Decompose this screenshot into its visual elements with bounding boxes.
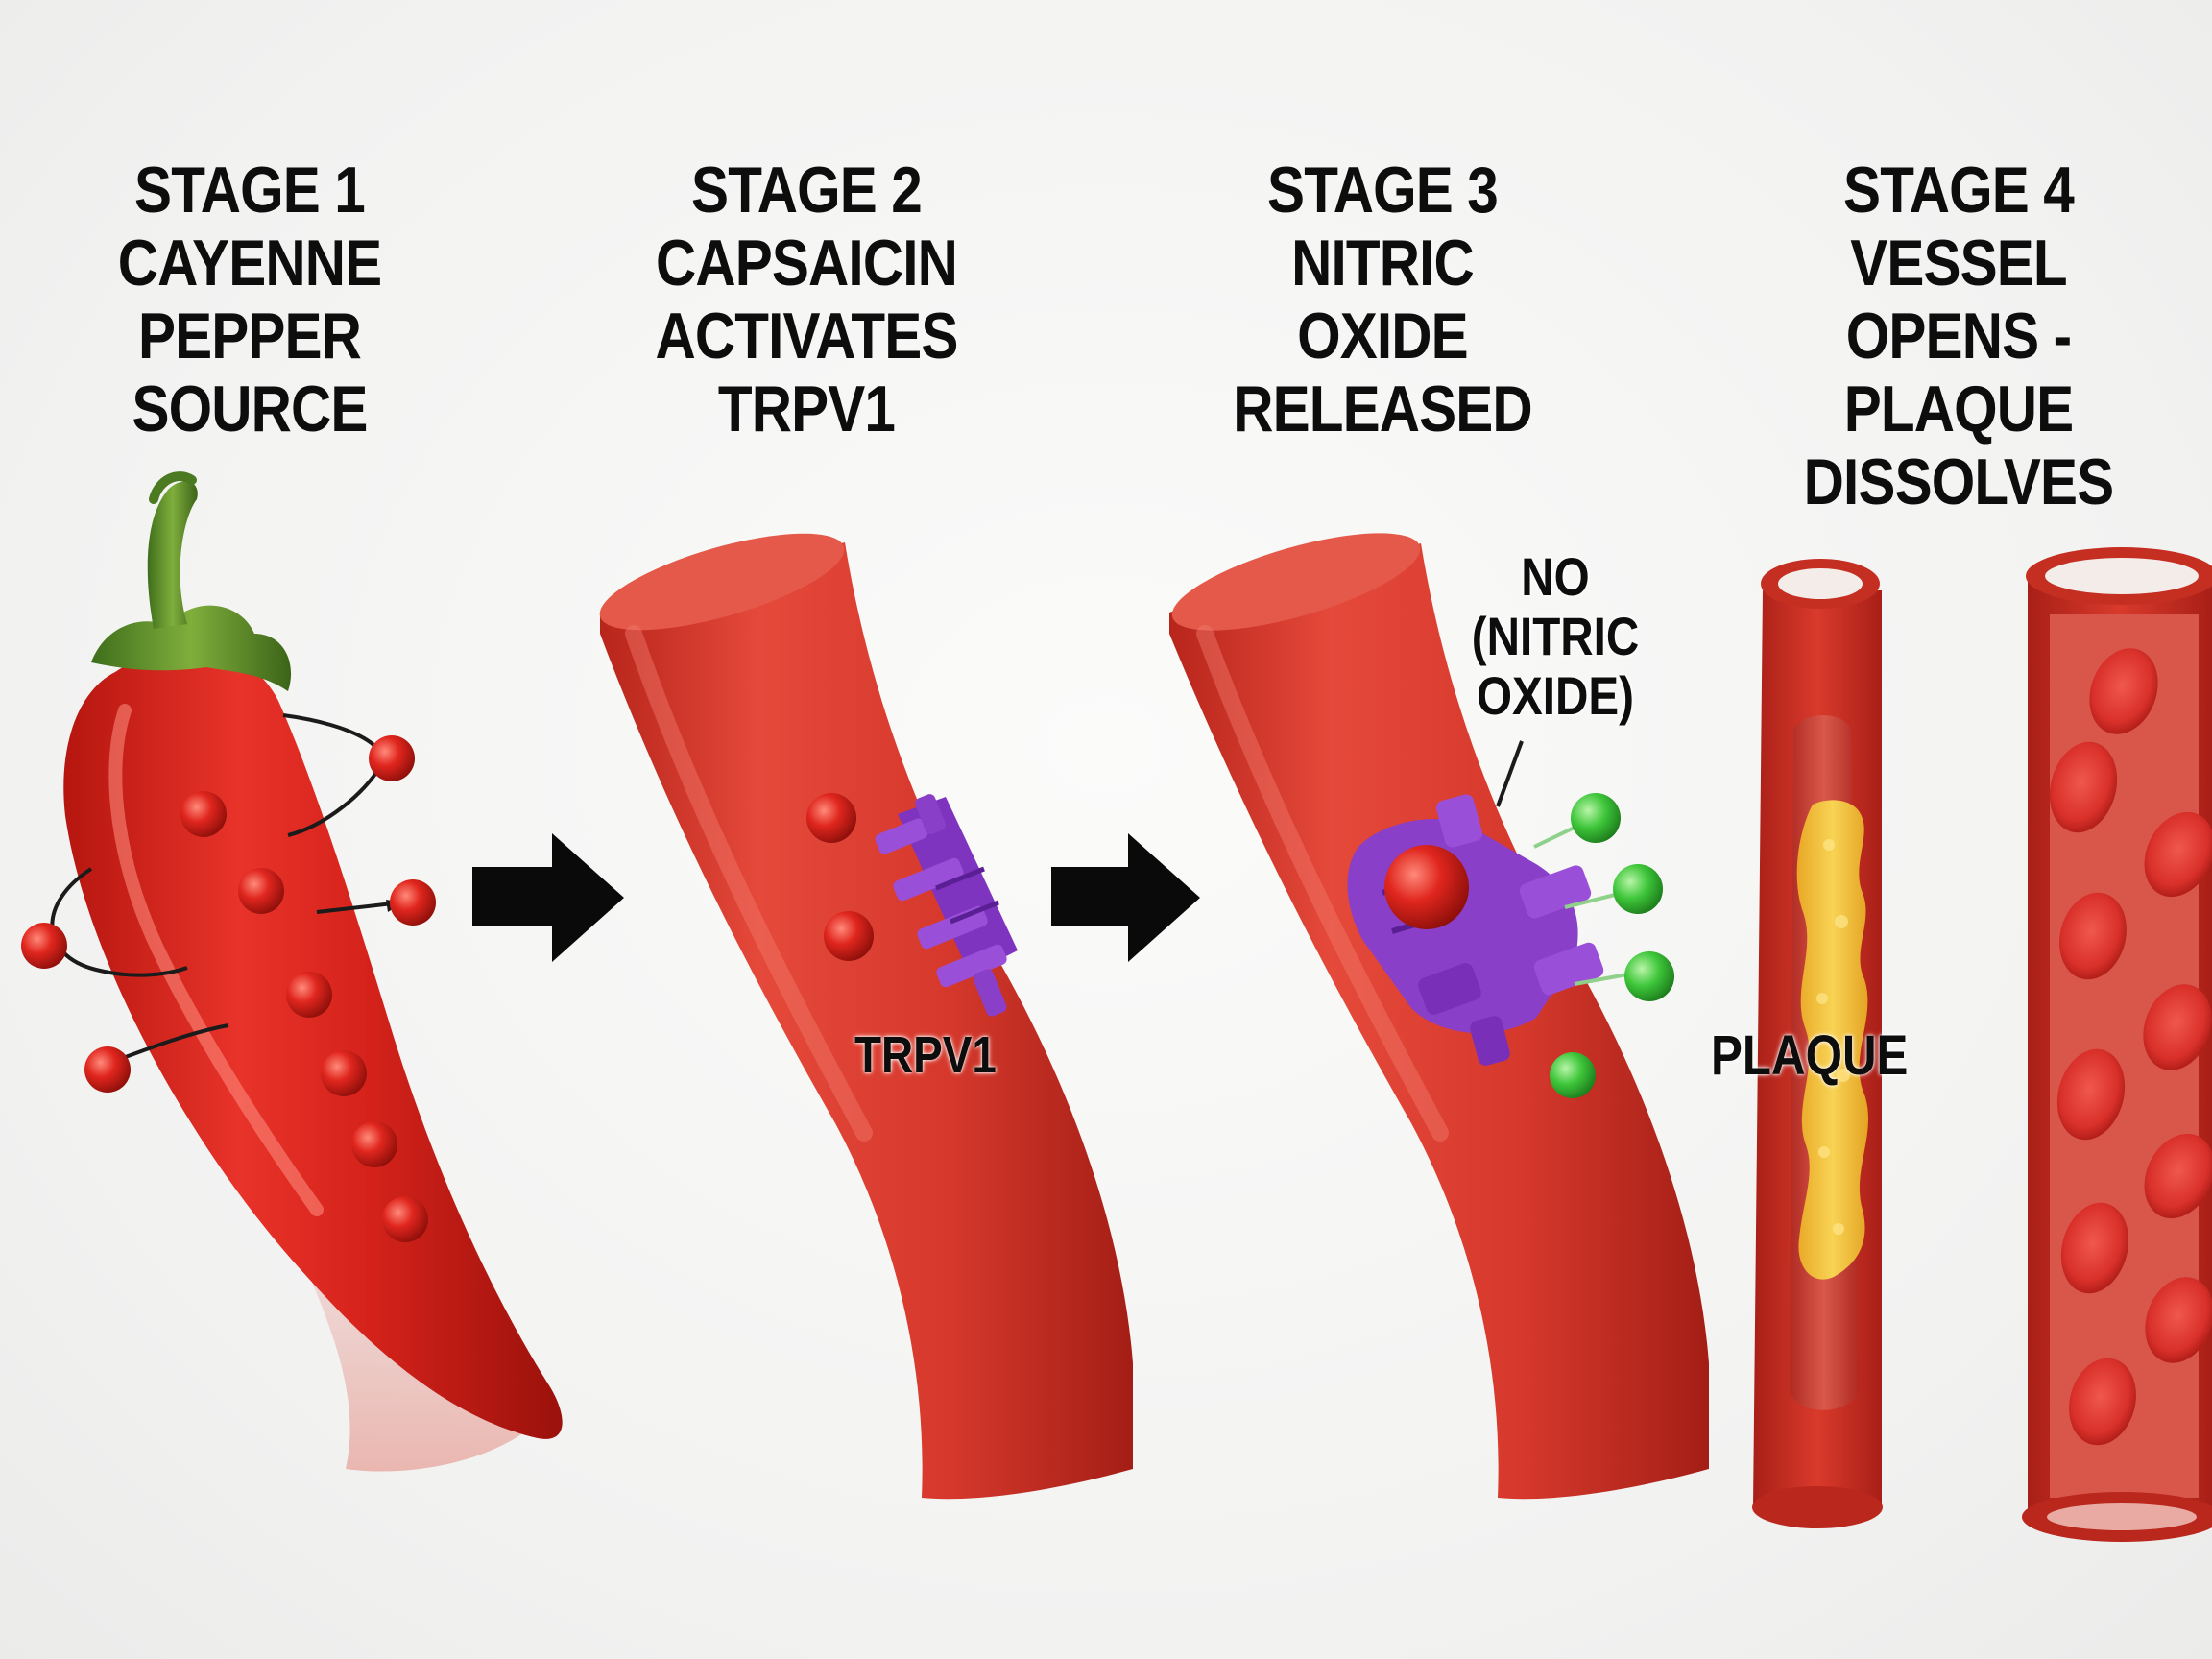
pepper-highlight: [108, 704, 324, 1216]
cayenne-pepper-illustration: [21, 471, 563, 1472]
no-label-leader-line: [1496, 740, 1524, 807]
stage-3-title-line: RELEASED: [1233, 373, 1532, 445]
vessel-body: [600, 542, 1133, 1500]
red-blood-cell: [2143, 984, 2212, 1070]
red-blood-cell: [2144, 811, 2212, 898]
nitric-oxide-dot: [1624, 951, 1674, 1001]
capsaicin-dot: [21, 923, 67, 969]
capsaicin-dot: [351, 1121, 397, 1167]
stage-3-title-line: STAGE 3: [1267, 154, 1499, 227]
capsaicin-dot: [382, 1196, 428, 1242]
capsaicin-dot: [321, 1050, 367, 1096]
stage-4-title-line: STAGE 4: [1843, 154, 2075, 227]
capsaicin-dot: [84, 1046, 131, 1093]
stage-4-title-line: DISSOLVES: [1803, 445, 2115, 518]
stage-1-title-line: SOURCE: [132, 373, 368, 445]
red-blood-cell: [2069, 1358, 2136, 1446]
trpv1-receptor-icon: [875, 794, 1018, 1017]
capsaicin-dot: [180, 791, 227, 837]
nitric-oxide-molecules: [1533, 793, 1674, 1098]
capsaicin-dot: [806, 793, 856, 843]
stage-4-title-line: OPENS -: [1845, 300, 2072, 373]
stage-4-title: STAGE 4 VESSEL OPENS - PLAQUE DISSOLVES: [1785, 154, 2131, 518]
red-blood-cell: [2145, 1277, 2212, 1363]
stage-1-title-line: STAGE 1: [134, 154, 366, 227]
capsaicin-dot: [369, 735, 415, 781]
vessel-lumen: [1778, 568, 1863, 599]
stage-2-title: STAGE 2 CAPSAICIN ACTIVATES TRPV1: [641, 154, 972, 445]
trpv1-label: TRPV1: [854, 1026, 997, 1084]
capsaicin-dot: [286, 972, 332, 1018]
stage-2-title-line: STAGE 2: [691, 154, 923, 227]
stage-3-title-line: NITRIC: [1291, 227, 1475, 300]
blood-vessel-stage-3: [1169, 533, 1709, 1500]
plaque-deposit: [1796, 800, 1869, 1280]
red-blood-cell: [2144, 1133, 2212, 1219]
stage-1-title-line: CAYENNE: [117, 227, 382, 300]
stage-2-title-line: ACTIVATES: [655, 300, 958, 373]
pepper-body: [63, 649, 563, 1439]
red-blood-cells: [2049, 648, 2212, 1446]
nitric-oxide-label-line: OXIDE): [1477, 665, 1634, 726]
red-blood-cell: [2089, 648, 2158, 734]
red-blood-cell: [2049, 741, 2118, 833]
nitric-oxide-dot: [1550, 1052, 1596, 1098]
capsaicin-dot: [1384, 845, 1469, 929]
stage-4-title-line: VESSEL: [1850, 227, 2067, 300]
stage-1-title-line: PEPPER: [137, 300, 362, 373]
plaque-label: PLAQUE: [1711, 1024, 1909, 1087]
capsaicin-molecules: [21, 735, 436, 1242]
nitric-oxide-label: NO (NITRIC OXIDE): [1461, 547, 1649, 726]
stage-2-title-line: TRPV1: [717, 373, 896, 445]
red-blood-cell: [2059, 892, 2127, 980]
arrow-right-icon: [472, 833, 624, 962]
vessel-opening: [599, 533, 845, 631]
stage-3-title: STAGE 3 NITRIC OXIDE RELEASED: [1217, 154, 1548, 445]
open-vessel-with-blood-cells: [2022, 547, 2212, 1542]
pepper-calyx: [91, 605, 292, 691]
arrow-right-icon: [1051, 833, 1200, 962]
stage-2-title-line: CAPSAICIN: [656, 227, 958, 300]
vessel-opening: [1171, 533, 1421, 631]
blood-vessel-stage-2: [599, 533, 1133, 1500]
nitric-oxide-dot: [1571, 793, 1621, 843]
stage-1-title: STAGE 1 CAYENNE PEPPER SOURCE: [93, 154, 407, 445]
capsaicin-dot: [824, 911, 874, 961]
nitric-oxide-dot: [1613, 864, 1663, 914]
red-blood-cell: [2060, 1202, 2129, 1294]
vessel-with-plaque: [1752, 559, 1883, 1528]
stage-3-title-line: OXIDE: [1297, 300, 1469, 373]
capsaicin-dot: [238, 868, 284, 914]
pepper-stem: [147, 481, 198, 629]
stage-4-title-line: PLAQUE: [1843, 373, 2074, 445]
vessel-lumen: [2045, 558, 2199, 594]
nitric-oxide-label-line: (NITRIC: [1471, 606, 1640, 666]
nitric-oxide-label-line: NO: [1521, 546, 1590, 607]
red-blood-cell: [2056, 1048, 2126, 1141]
capsaicin-dot: [390, 879, 436, 926]
